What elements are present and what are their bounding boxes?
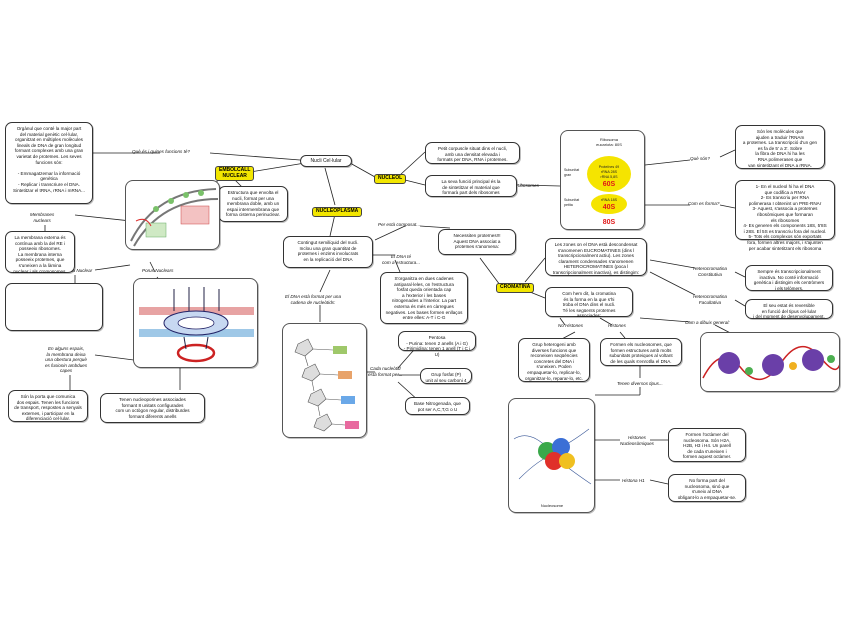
label-membranes: Membranes nuclears [30, 212, 55, 223]
box-nucleoporines: Tenen nucleoporines associades formant 8… [100, 393, 205, 423]
box-com-hem-dit: Com hem dit, la cromatina és la forma en… [545, 287, 633, 318]
svg-text:petita: petita [564, 203, 573, 207]
label-no-histones: No Histones [558, 323, 584, 328]
box-estructura: Estructura que envolta el nucli, format … [218, 186, 288, 222]
tag-nucleol: NUCLEOL [374, 174, 407, 184]
tag-embolcall: EMBOLCALL NUCLEAR [215, 166, 255, 181]
box-zones-dna: Les zones on el DNA està descondensat s'… [545, 238, 647, 276]
box-organul: Orgànul que conté la major part del mate… [5, 122, 93, 204]
label-histones: Histones [608, 323, 626, 328]
label-histona-h1: Histona H1 [622, 478, 645, 483]
box-son-molecules: Són les molècules que ajuden a traduir l… [735, 125, 825, 169]
box-com-es-forma: 1- En el nucleol hi ha el DNA que codifi… [735, 180, 835, 251]
label-que-es: Què és i quines funcions té? [132, 149, 190, 154]
label-dna-te: El DNA té com a estructura... [382, 254, 421, 265]
label-ribosomes: Ribosomes [516, 183, 539, 188]
label-histones-nucleosomiques: Histones Nucleosòmiques [620, 435, 654, 446]
svg-text:Subunitat: Subunitat [564, 198, 579, 202]
box-petit-corpuscle: Petit corpuscle situat dins el nucli, am… [425, 142, 520, 164]
svg-text:gran: gran [564, 173, 571, 177]
label-per-esta: Per està composat... [378, 222, 421, 227]
svg-text:Ribosoma: Ribosoma [600, 137, 619, 142]
nucleosome-image: Nucleosome [508, 398, 595, 513]
box-membrana-externa: La membrana externa és contínua amb la d… [5, 231, 75, 274]
box-formen-fosfatidil: Formen l'octàmer del nucleosoma. Són H2A… [668, 428, 746, 462]
label-hetero-const: Heterocromatina Constitutiva [693, 266, 727, 277]
box-porta: Són la porta que comunica dos espais. Te… [8, 390, 88, 422]
label-com-es-forma: Com es forma? [688, 201, 720, 206]
box-grup-heterogeni: Grup heterogeni amb diverses funcions qu… [518, 338, 590, 382]
box-la-seva-funcio: La seva funció principal és la de sintet… [425, 175, 517, 197]
box-necessiten: Necessiten proteïnes!!! Aquest DNA assoc… [438, 229, 516, 255]
box-antiparal: S'organitza en dues cadenes antiparal·le… [380, 272, 468, 324]
svg-text:80S: 80S [603, 219, 616, 226]
label-tenen-tipus: Tenen diversos tipus... [617, 381, 663, 386]
chromatin-drawing-image [700, 332, 840, 392]
svg-text:Subunitat: Subunitat [564, 168, 579, 172]
box-sempre-trans: Sempre és transcripcionalment inactiva. … [745, 265, 833, 291]
tag-cromatina: CROMATINA [496, 283, 535, 293]
svg-text:60S: 60S [603, 181, 616, 188]
nuclear-envelope-image [125, 180, 220, 250]
label-hetero-fac: Heterocromatina Facultativa [693, 294, 727, 305]
box-grup-fosfat: Grup fosfat (P) unit al seu carboni 4 [420, 368, 472, 384]
svg-text:rRNA 18S: rRNA 18S [601, 198, 618, 202]
box-no-forma-part: No forma part del nucleosoma, sinó que s… [668, 474, 746, 502]
label-porus: Porus Nuclears [142, 268, 174, 273]
svg-text:Proteïnes 49: Proteïnes 49 [599, 165, 619, 169]
svg-text:rRNA 28S: rRNA 28S [601, 170, 618, 174]
nucleosome-caption: Nucleosome [541, 503, 564, 508]
box-pentosa: Pentosa - Purina: tenen 2 anells (A i G)… [398, 331, 476, 357]
center-node: Nucli Cel·lular [300, 155, 352, 167]
svg-text:40S: 40S [603, 204, 616, 211]
ribosome-image: Ribosoma eucariota: 80S Proteïnes 49 rRN… [560, 130, 645, 230]
svg-text:rRNA 5,8S: rRNA 5,8S [601, 175, 619, 179]
box-base-nitro: Base Nitrogenada, que pot ser A,C,T,G o … [405, 397, 470, 415]
box-contingut: Contingut semilíquid del nucli. Inclou u… [283, 236, 373, 268]
box-lamina [5, 283, 103, 331]
nuclear-pore-image [133, 278, 258, 368]
label-en-alguns: En alguns espais, la membrana deixa una … [45, 346, 88, 373]
box-reversible: El seu estat és reversible en funció del… [745, 299, 833, 319]
tag-nucleoplasma: NUCLEOPLASMA [312, 207, 363, 217]
box-formen-nucleosomes: Formen els nucleosomes, que formen estru… [600, 338, 682, 366]
label-que-son: Què són? [690, 156, 710, 161]
svg-text:eucariota: 80S: eucariota: 80S [596, 142, 622, 147]
label-dna-format: El DNA està format per una cadena de nuc… [285, 294, 341, 305]
label-com-dibuix: Com a dibuix general: [685, 320, 730, 325]
label-cada-nucleotid: Cada nucleòtid està format per... [368, 366, 403, 377]
nucleotide-chain-image [282, 323, 367, 438]
